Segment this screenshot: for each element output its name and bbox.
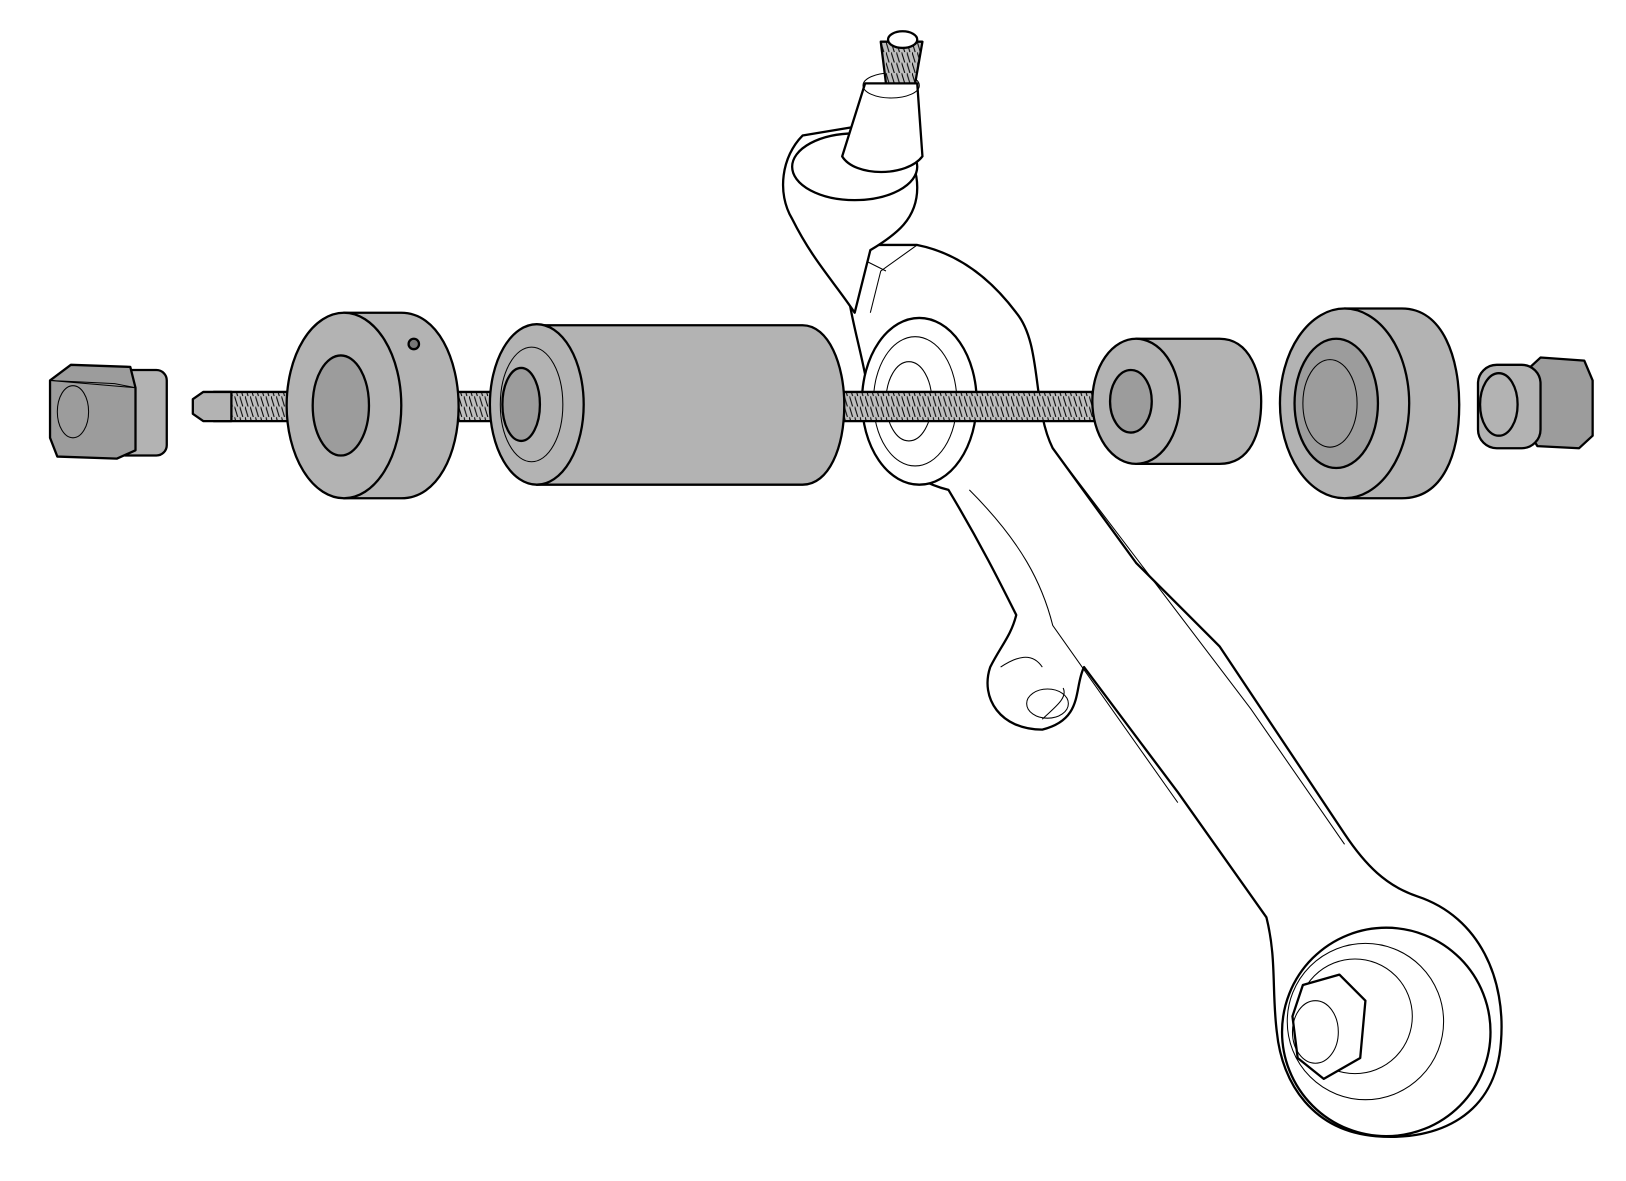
pressing-sleeve (488, 323, 846, 486)
left-nut (48, 363, 168, 460)
control-arm (781, 30, 1503, 1138)
thrust-ring (285, 311, 460, 500)
bushing-adapter (1091, 337, 1263, 465)
right-nut (1476, 356, 1594, 450)
receiver-cup (1278, 307, 1461, 500)
